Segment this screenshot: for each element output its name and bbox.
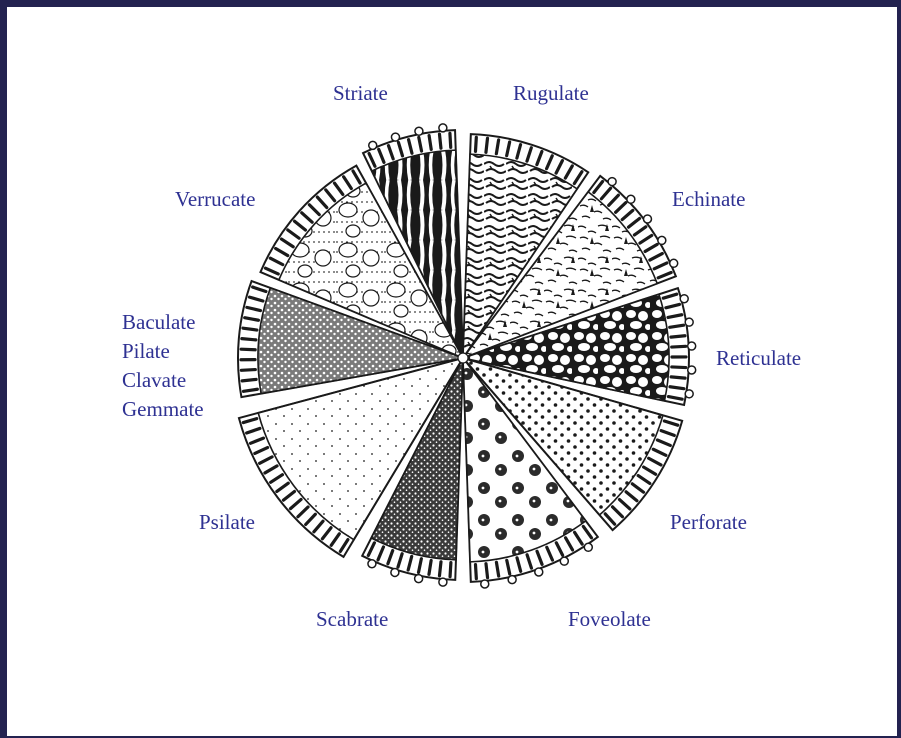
label-perforate: Perforate (670, 508, 747, 537)
label-clavate: Clavate (122, 366, 204, 395)
label-psilate: Psilate (199, 508, 255, 537)
label-foveolate: Foveolate (568, 605, 651, 634)
label-baculate: Baculate (122, 308, 204, 337)
label-reticulate: Reticulate (716, 344, 801, 373)
label-echinate: Echinate (672, 185, 745, 214)
label-scabrate: Scabrate (316, 605, 388, 634)
label-gemmate: Gemmate (122, 395, 204, 424)
label-baculate-group: Baculate Pilate Clavate Gemmate (122, 308, 204, 424)
wheel-hub (458, 353, 468, 363)
label-verrucate: Verrucate (175, 185, 255, 214)
label-rugulate: Rugulate (513, 79, 589, 108)
label-pilate: Pilate (122, 337, 204, 366)
label-striate: Striate (333, 79, 388, 108)
